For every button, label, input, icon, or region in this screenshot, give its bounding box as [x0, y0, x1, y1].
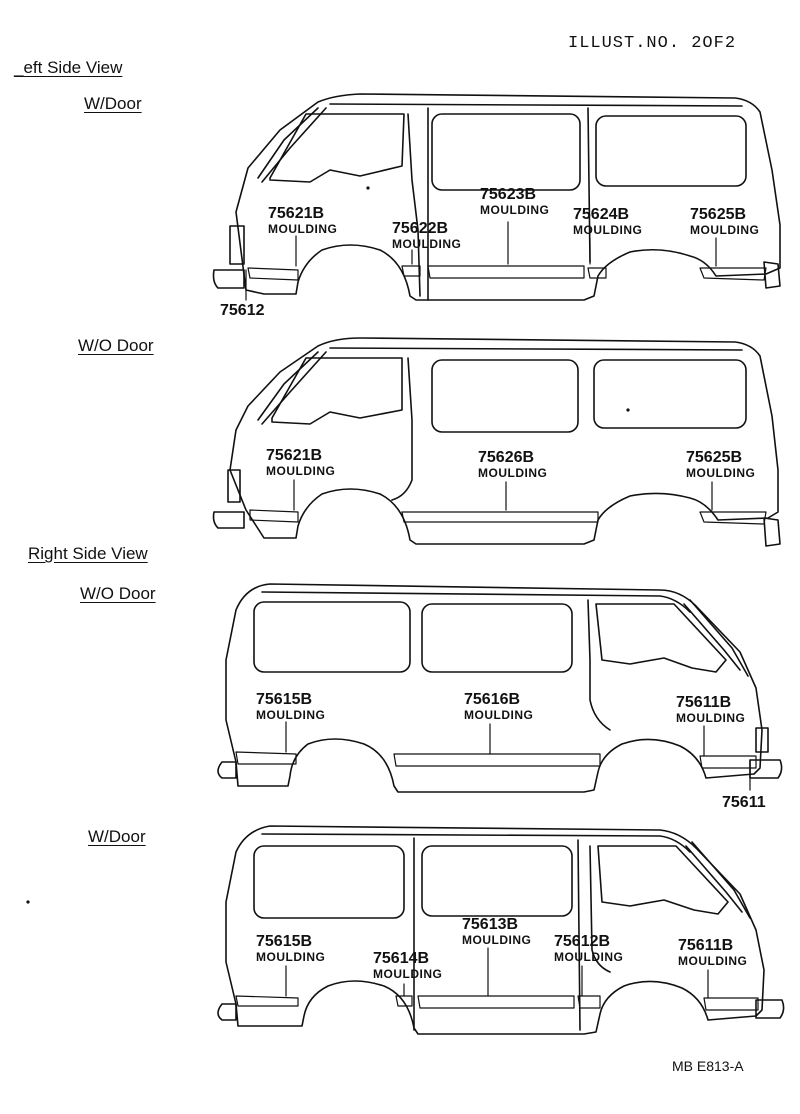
left-side-view-heading: _eft Side View	[14, 58, 123, 77]
van-left-wodoor	[212, 337, 781, 547]
drawing-code: MB E813-A	[672, 1058, 744, 1074]
view-title-right-wdoor: W/Door	[88, 827, 146, 846]
van-left-wdoor	[212, 93, 781, 301]
view-title-left-wdoor: W/Door	[84, 94, 142, 113]
van-right-wodoor	[217, 583, 783, 793]
right-side-view-heading: Right Side View	[28, 544, 148, 563]
view-title-left-wodoor: W/O Door	[78, 336, 154, 355]
part-ref-75612: 75612	[220, 302, 265, 319]
van-right-wdoor	[26, 825, 785, 1035]
part-ref-75611: 75611	[722, 794, 766, 811]
view-title-right-wodoor: W/O Door	[80, 584, 156, 603]
illustration-number: ILLUST.NO. 2OF2	[568, 34, 737, 53]
